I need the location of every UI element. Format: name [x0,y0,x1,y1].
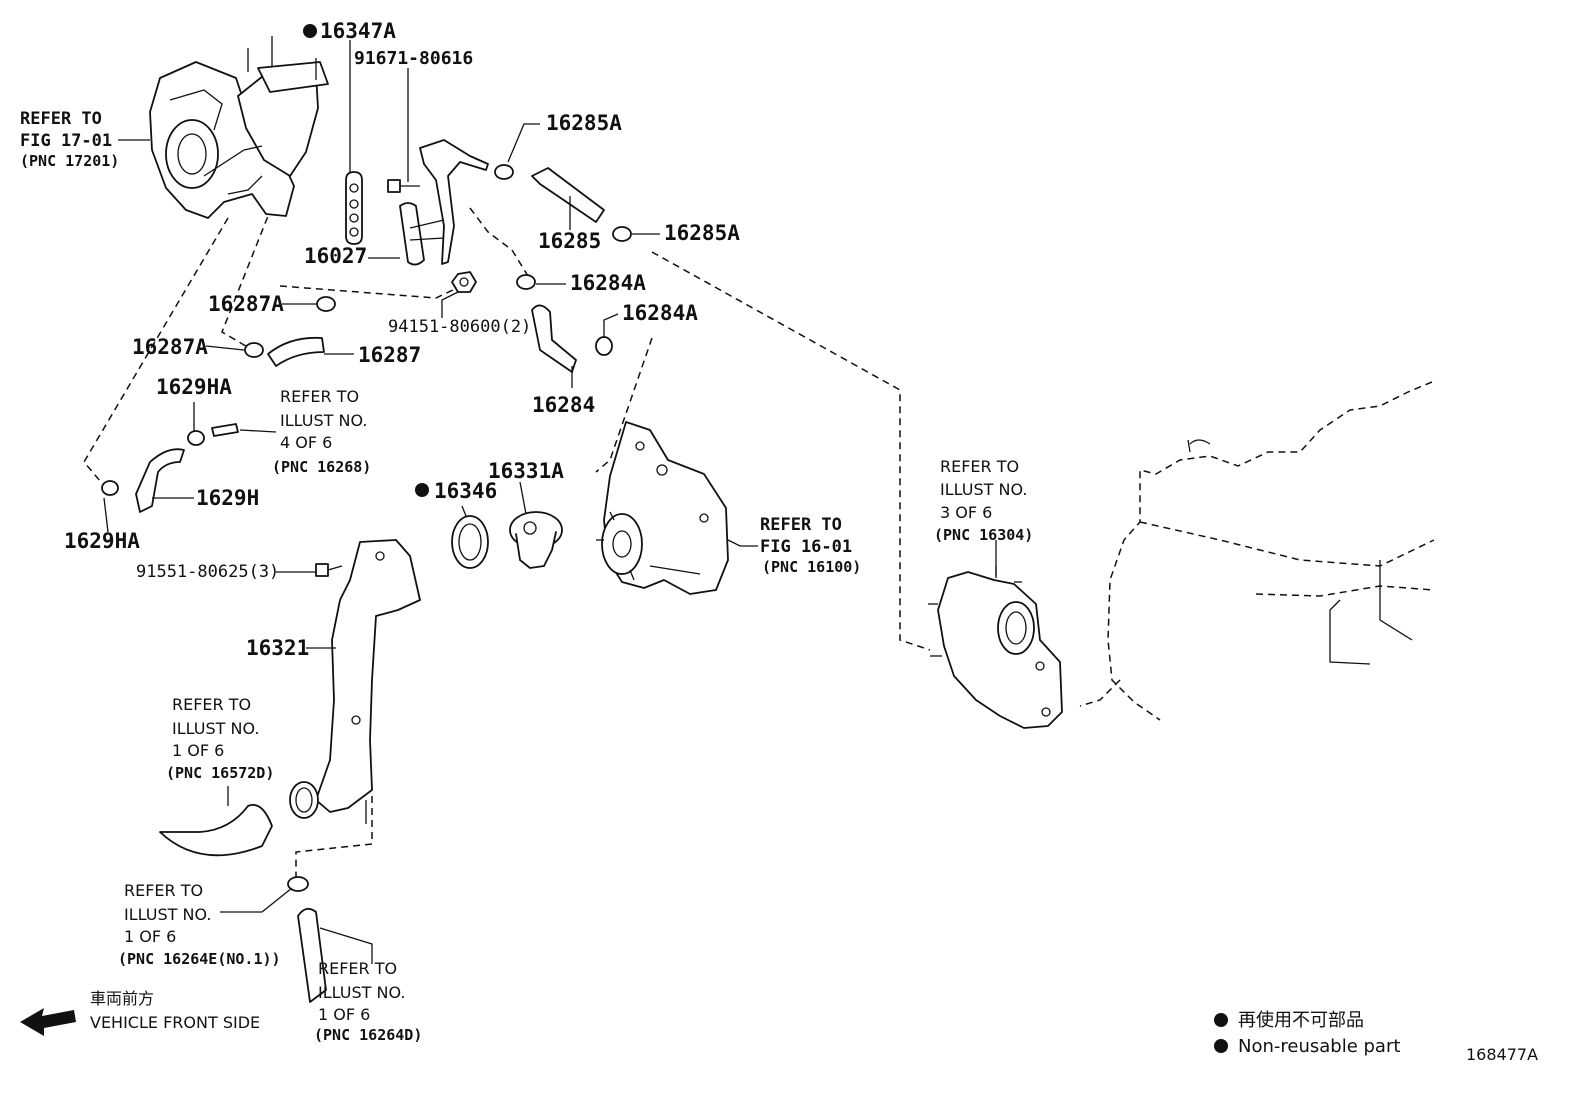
label-16285A-right: 16285A [664,221,740,245]
label-16321: 16321 [246,636,309,660]
ref-illust-1-of-6-16572D: REFER TO ILLUST NO. 1 OF 6 (PNC 16572D) [166,695,274,782]
clamp-16284A-a-shape [516,274,536,290]
clamp-16285A-top-shape [494,164,514,180]
vehicle-front-indicator: 車両前方 VEHICLE FRONT SIDE [20,989,260,1036]
ref-illust-4-of-6: REFER TO ILLUST NO. 4 OF 6 (PNC 16268) [272,387,371,476]
label-16287: 16287 [358,343,421,367]
label-16346: 16346 [434,479,497,503]
bypass-pipe-16027-shape [399,139,489,266]
label-16331A: 16331A [488,459,564,483]
hose-16572D-shape [159,804,273,857]
label-94151-80600: 94151-80600(2) [388,317,531,337]
svg-text:3 OF 6: 3 OF 6 [940,503,992,522]
leader-lines [103,40,997,964]
label-91671-80616: 91671-80616 [354,48,473,69]
svg-text:1 OF 6: 1 OF 6 [318,1005,370,1024]
hose-16284-shape [531,304,577,373]
hose-16285-shape [531,167,605,223]
svg-text:(PNC 16264D): (PNC 16264D) [314,1026,422,1044]
front-label-en: VEHICLE FRONT SIDE [90,1013,260,1032]
label-16347A: 16347A [320,19,396,43]
label-1629HA-top: 1629HA [156,375,232,399]
pipe-stub-16268-shape [211,423,239,437]
ref-illust-1-of-6-16264D: REFER TO ILLUST NO. 1 OF 6 (PNC 16264D) [314,959,422,1044]
svg-text:ILLUST NO.: ILLUST NO. [172,719,259,738]
svg-text:4 OF 6: 4 OF 6 [280,433,332,452]
clamp-16287A-b-shape [244,342,264,358]
label-91551-80625: 91551-80625(3) [136,562,279,582]
svg-text:REFER TO: REFER TO [760,515,842,535]
label-1629H: 1629H [196,486,259,510]
hose-16264D-shape [297,907,327,1003]
svg-text:REFER TO: REFER TO [280,387,359,406]
water-inlet-pipe-16321-shape [289,539,421,824]
svg-text:1 OF 6: 1 OF 6 [172,741,224,760]
clamp-16284A-b-shape [595,336,613,356]
engine-block-outline [1079,381,1435,721]
label-16284A-a: 16284A [570,271,646,295]
ref-illust-1-of-6-16264E: REFER TO ILLUST NO. 1 OF 6 (PNC 16264E(N… [118,881,281,968]
ref-fig-16-01: REFER TO FIG 16-01 (PNC 16100) [760,515,861,576]
legend-dot-icon [1214,1013,1228,1027]
label-1629HA-bottom: 1629HA [64,529,140,553]
label-16287A-b: 16287A [132,335,208,359]
legend-jp: 再使用不可部品 [1238,1010,1364,1031]
water-outlet-16304-shape [928,566,1063,729]
clamp-1629HA-top-shape [187,430,205,446]
clamp-16264E-shape [287,876,309,892]
diagram-id: 168477A [1466,1045,1538,1064]
bolt-91551-shape [315,563,343,577]
hose-1629H-shape [135,448,185,513]
ref-illust-3-of-6: REFER TO ILLUST NO. 3 OF 6 (PNC 16304) [934,457,1033,544]
ref-fig-17-01: REFER TO FIG 17-01 (PNC 17201) [20,109,119,170]
gasket-16347A-shape [345,171,363,245]
svg-text:ILLUST NO.: ILLUST NO. [318,983,405,1002]
thermostat-16331A-shape [509,511,563,569]
svg-text:ILLUST NO.: ILLUST NO. [940,480,1027,499]
gasket-16346-shape [451,515,489,569]
bolt-91671-shape [387,179,420,193]
svg-text:REFER TO: REFER TO [124,881,203,900]
svg-text:REFER TO: REFER TO [940,457,1019,476]
hose-16287-shape [267,336,325,367]
svg-text:FIG 16-01: FIG 16-01 [760,537,852,557]
svg-text:(PNC 16268): (PNC 16268) [272,458,371,476]
svg-text:REFER TO: REFER TO [318,959,397,978]
label-16285: 16285 [538,229,601,253]
front-arrow-icon [20,1008,76,1036]
label-16284A-b: 16284A [622,301,698,325]
svg-text:(PNC 16304): (PNC 16304) [934,526,1033,544]
svg-text:1 OF 6: 1 OF 6 [124,927,176,946]
label-16285A-top: 16285A [546,111,622,135]
svg-text:ILLUST NO.: ILLUST NO. [280,411,367,430]
nut-94151-shape [451,271,477,293]
legend: 再使用不可部品 Non-reusable part [1214,1010,1400,1057]
svg-text:FIG 17-01: FIG 17-01 [20,131,112,151]
clamp-1629HA-bottom-shape [101,480,119,496]
svg-text:REFER TO: REFER TO [172,695,251,714]
svg-text:REFER TO: REFER TO [20,109,102,129]
svg-text:(PNC 16572D): (PNC 16572D) [166,764,274,782]
svg-text:(PNC 17201): (PNC 17201) [20,152,119,170]
non-reusable-dot-16347A [303,24,317,38]
label-16284: 16284 [532,393,595,417]
svg-text:(PNC 16100): (PNC 16100) [762,558,861,576]
label-16287A-a: 16287A [208,292,284,316]
front-label-jp: 車両前方 [90,989,154,1008]
legend-dot-icon-2 [1214,1039,1228,1053]
part-labels: 16347A 91671-80616 16285A 16285 16285A 1… [64,19,740,660]
water-pump-shape [596,421,729,595]
legend-en: Non-reusable part [1238,1036,1400,1057]
svg-text:(PNC 16264E(NO.1)): (PNC 16264E(NO.1)) [118,950,281,968]
label-16027: 16027 [304,244,367,268]
clamp-16287A-a-shape [316,296,336,312]
throttle-body-assembly [149,36,329,219]
clamp-16285A-right-shape [612,226,632,242]
svg-text:ILLUST NO.: ILLUST NO. [124,905,211,924]
non-reusable-dot-16346 [415,483,429,497]
